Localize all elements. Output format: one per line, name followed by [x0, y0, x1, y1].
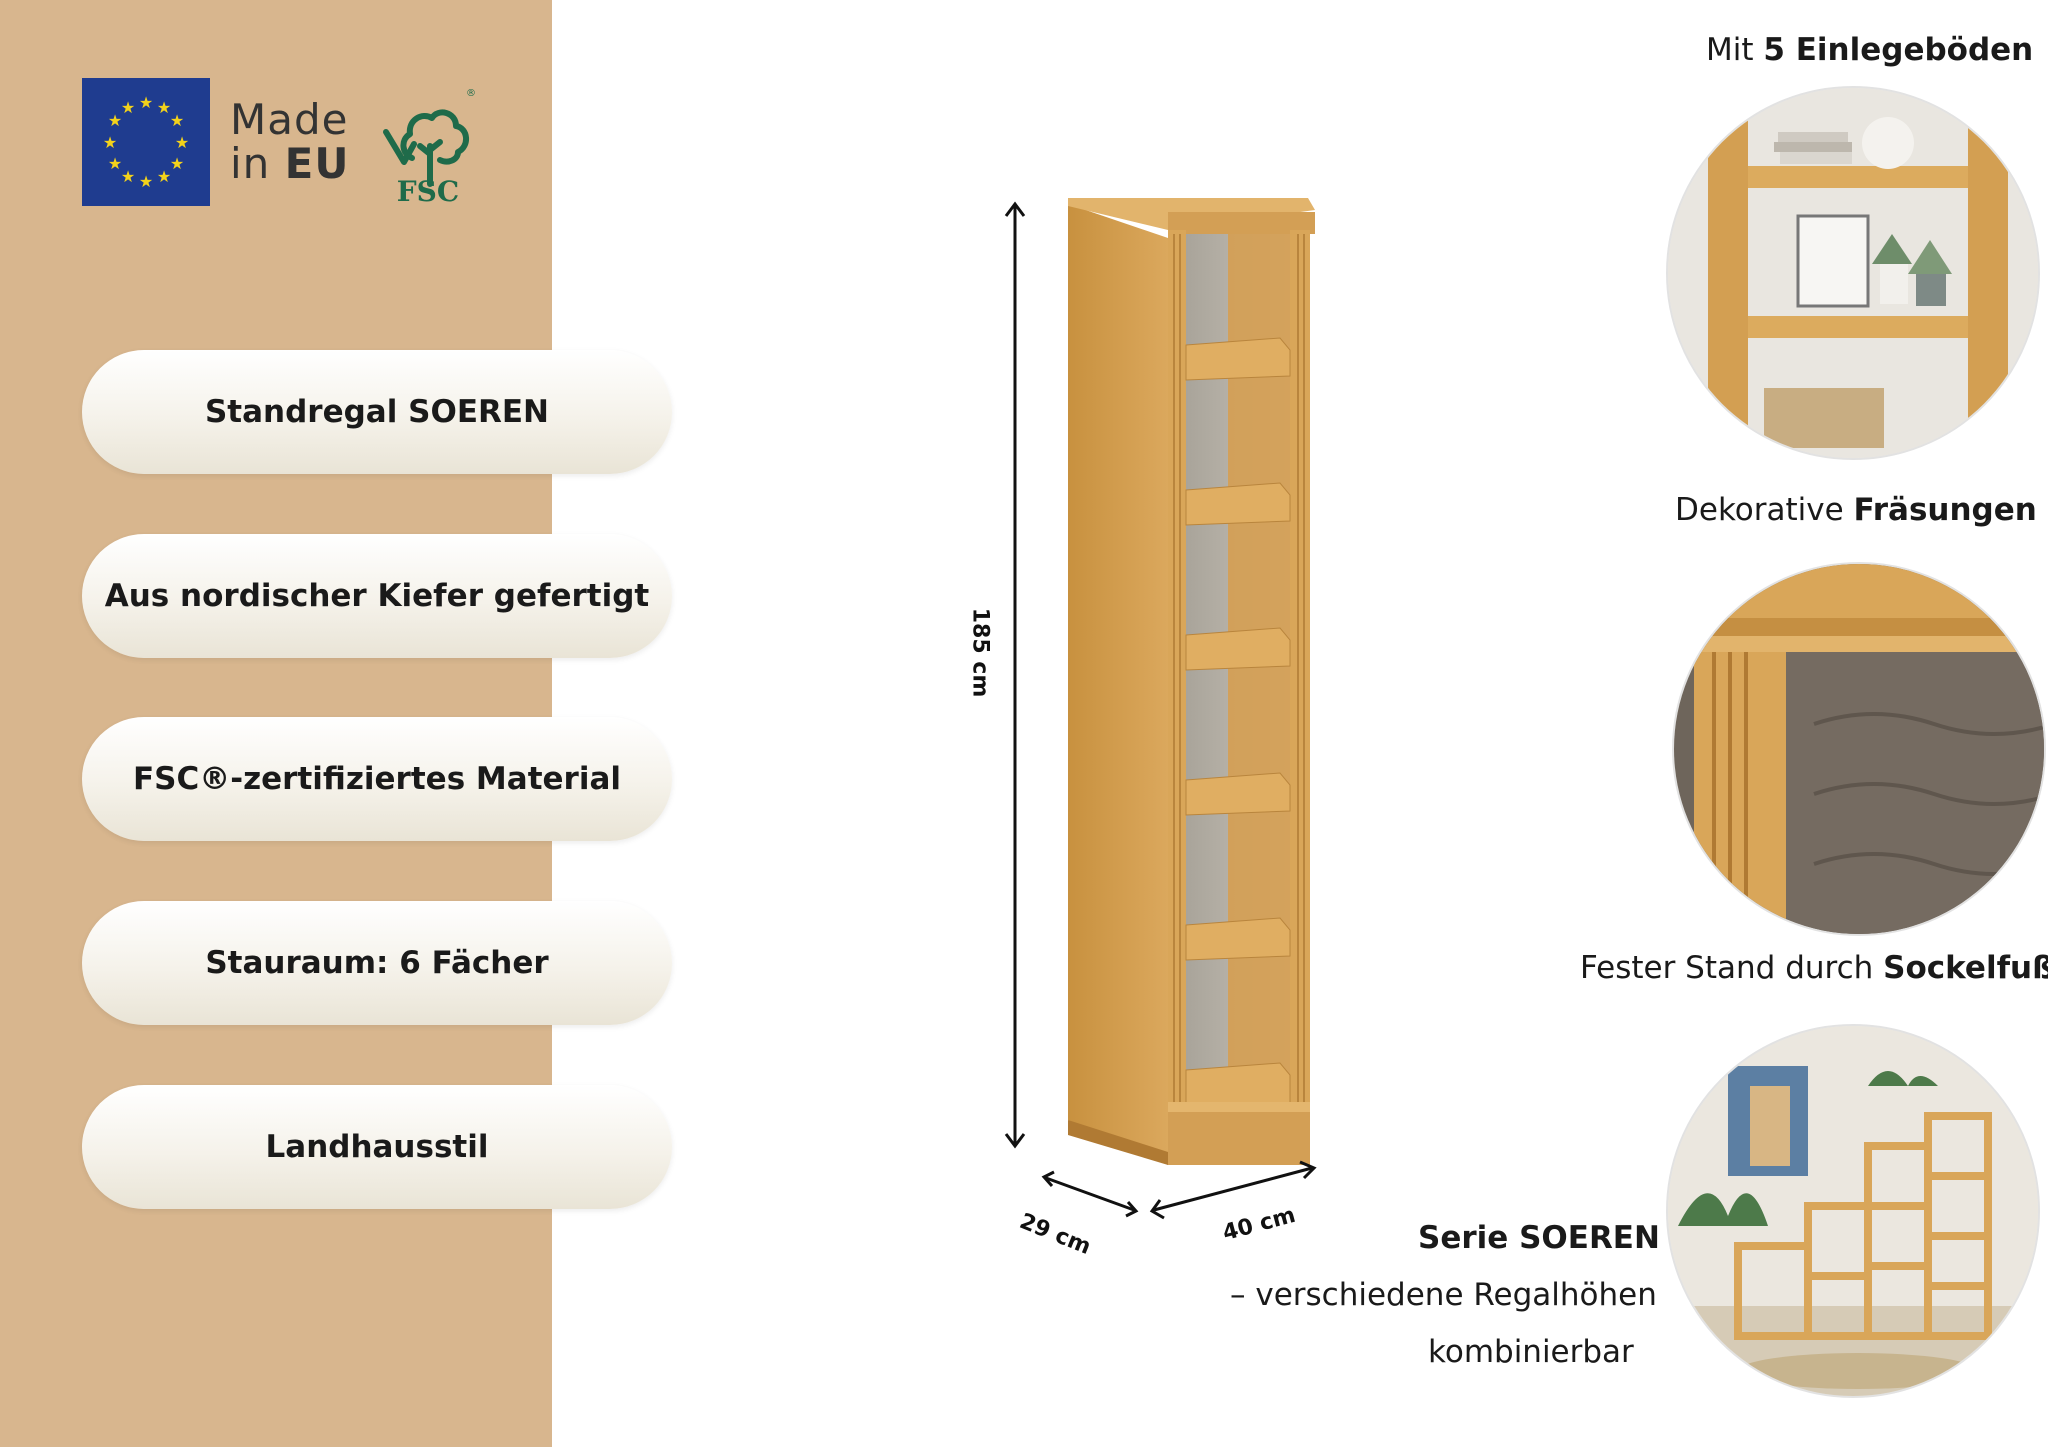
svg-text:★: ★: [170, 154, 184, 173]
feature-pill-style: Landhausstil: [82, 1085, 672, 1209]
feature-pill-storage: Stauraum: 6 Fächer: [82, 901, 672, 1025]
made-line-2: in EU: [230, 139, 350, 188]
svg-text:★: ★: [175, 133, 189, 152]
bookshelf-illustration: [1050, 190, 1340, 1180]
svg-text:★: ★: [121, 98, 135, 117]
svg-text:★: ★: [170, 111, 184, 130]
width-dimension-arrow-icon: [1148, 1160, 1318, 1220]
fsc-registered-mark: ®: [466, 88, 476, 99]
svg-text:★: ★: [157, 98, 171, 117]
caption-series-heights: – verschiedene Regalhöhen: [1230, 1277, 1657, 1313]
svg-text:★: ★: [108, 111, 122, 130]
feature-pill-product-name: Standregal SOEREN: [82, 350, 672, 474]
svg-text:★: ★: [108, 154, 122, 173]
caption-series-title: Serie SOEREN: [1418, 1220, 1660, 1256]
detail-photo-series-room: [1666, 1024, 2040, 1398]
fsc-text: FSC: [397, 175, 459, 204]
caption-shelves: Mit 5 Einlegeböden: [1706, 32, 2034, 68]
made-line-1: Made: [230, 95, 349, 144]
caption-base: Fester Stand durch Sockelfuß: [1580, 950, 2048, 986]
svg-text:★: ★: [139, 93, 153, 112]
depth-dimension-arrow-icon: [1040, 1170, 1140, 1220]
caption-series-combinable: kombinierbar: [1428, 1334, 1634, 1370]
svg-text:★: ★: [121, 167, 135, 186]
feature-pill-material: Aus nordischer Kiefer gefertigt: [82, 534, 672, 658]
made-in-eu-label: Made in EU: [230, 98, 349, 186]
eu-flag-icon: ★ ★ ★ ★ ★ ★ ★ ★ ★ ★ ★ ★: [82, 78, 210, 206]
fsc-logo-icon: ® FSC: [378, 84, 478, 204]
svg-text:★: ★: [157, 167, 171, 186]
detail-photo-shelves: [1666, 86, 2040, 460]
height-dimension-label: 185 cm: [967, 607, 993, 698]
feature-pill-certification: FSC®-zertifiziertes Material: [82, 717, 672, 841]
caption-milling: Dekorative Fräsungen: [1675, 492, 2037, 528]
height-dimension-arrow-icon: [1000, 200, 1030, 1150]
svg-text:★: ★: [103, 133, 117, 152]
svg-text:★: ★: [139, 172, 153, 191]
detail-photo-milling: [1672, 562, 2046, 936]
